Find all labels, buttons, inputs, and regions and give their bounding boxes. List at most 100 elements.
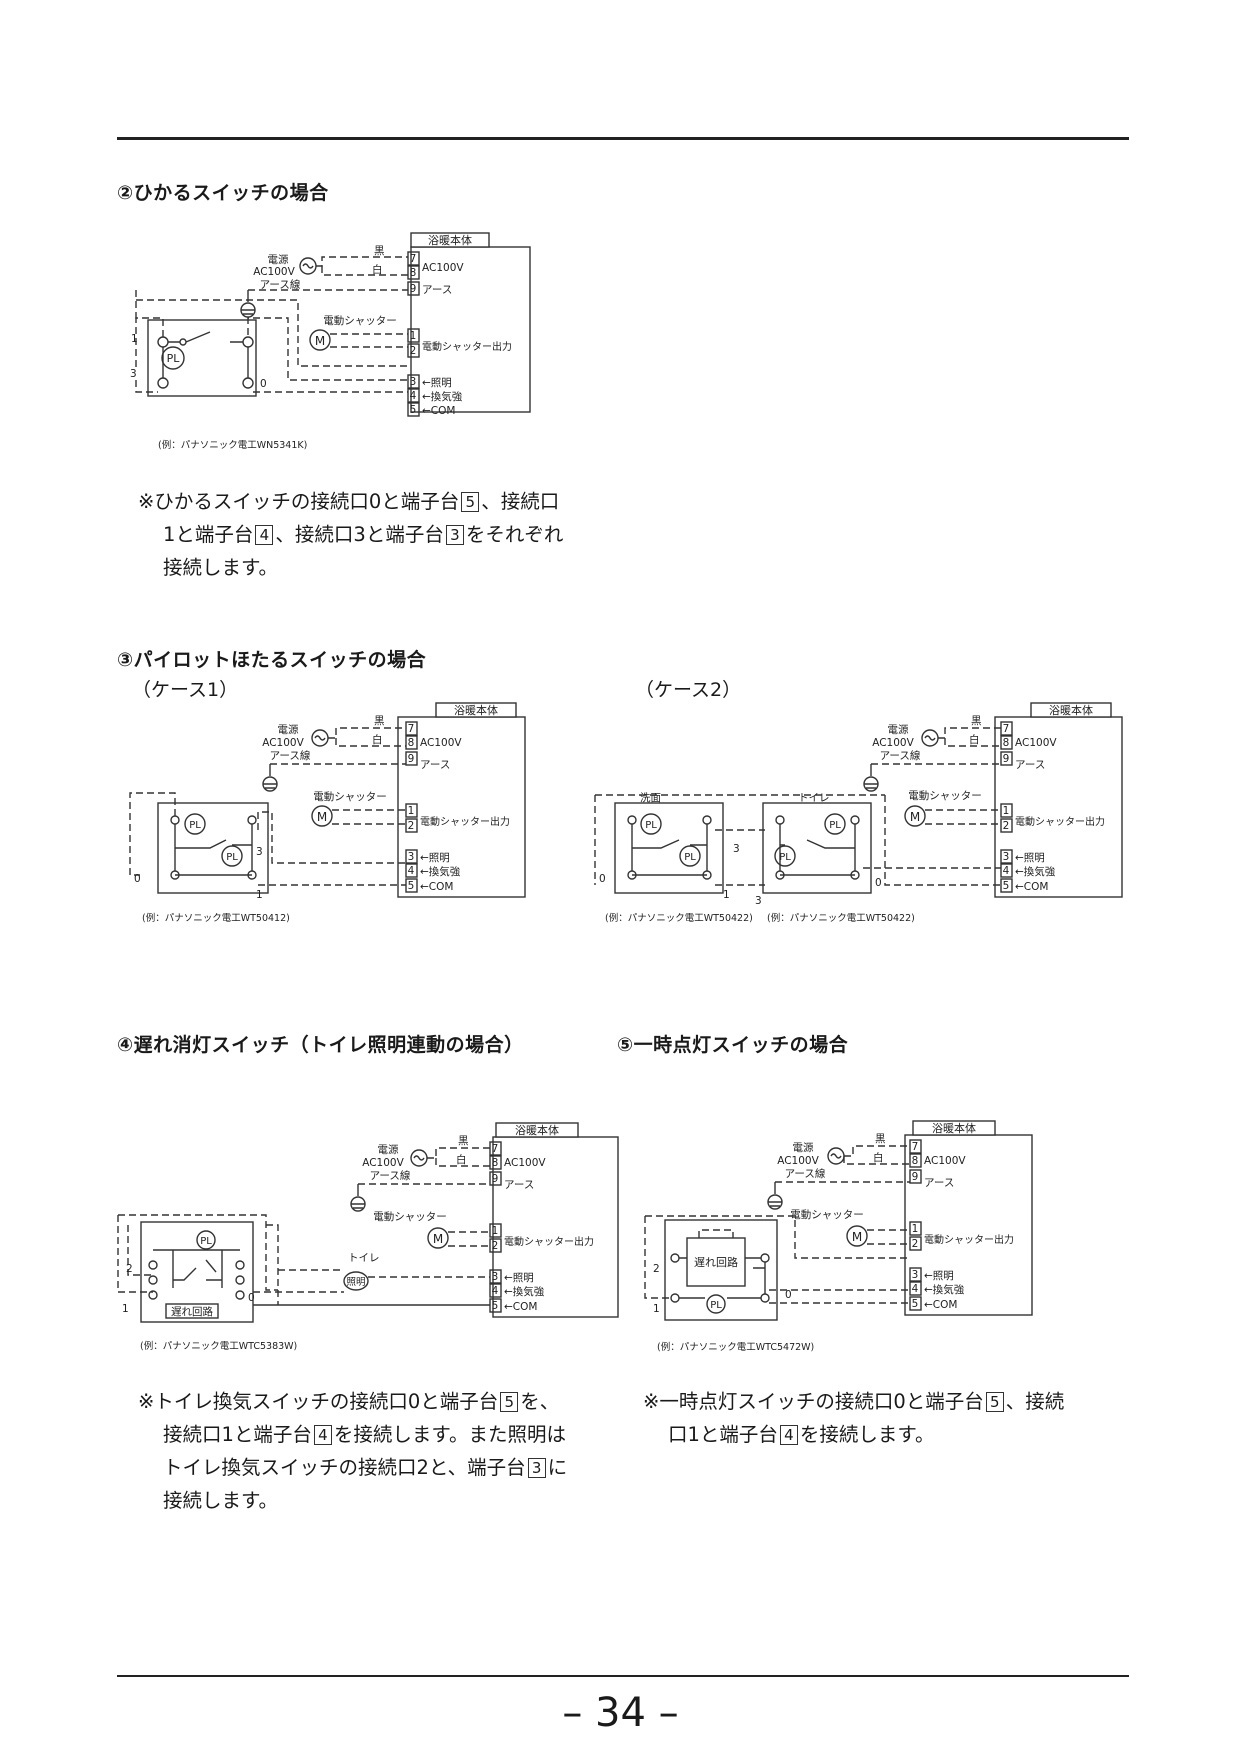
case-2-label: （ケース2） <box>635 679 742 701</box>
svg-text:照明: 照明 <box>346 1277 365 1288</box>
svg-text:0: 0 <box>134 873 141 885</box>
svg-text:3: 3 <box>1003 851 1010 863</box>
svg-text:電源: 電源 <box>278 723 299 736</box>
svg-text:0: 0 <box>875 877 882 889</box>
pilot-lamp-icon: PL <box>167 352 181 365</box>
svg-text:1: 1 <box>723 889 730 901</box>
svg-text:遅れ回路: 遅れ回路 <box>694 1256 738 1269</box>
svg-text:浴暖本体: 浴暖本体 <box>515 1123 559 1137</box>
svg-text:←照明: ←照明 <box>420 852 450 864</box>
svg-text:7: 7 <box>410 253 417 265</box>
bottom-rule <box>117 1675 1129 1677</box>
svg-text:1: 1 <box>410 330 417 342</box>
svg-text:AC100V: AC100V <box>1015 737 1057 749</box>
switch-body <box>147 319 257 397</box>
svg-text:トイレ: トイレ <box>348 1252 380 1264</box>
svg-text:←換気強: ←換気強 <box>420 865 461 878</box>
svg-text:電源: 電源 <box>793 1141 814 1154</box>
svg-text:黒: 黒 <box>971 715 982 727</box>
delay-circuit-label: 遅れ回路 <box>171 1305 213 1318</box>
svg-text:AC100V: AC100V <box>362 1157 404 1169</box>
section-5-title: ⑤一時点灯スイッチの場合 <box>617 1034 849 1056</box>
top-rule <box>117 137 1129 140</box>
unit-label: 浴暖本体 <box>428 233 472 247</box>
svg-text:M: M <box>852 1230 862 1244</box>
svg-text:AC100V: AC100V <box>504 1157 546 1169</box>
svg-text:5: 5 <box>410 404 417 416</box>
svg-text:←COM: ←COM <box>422 405 455 417</box>
svg-text:4: 4 <box>492 1285 499 1297</box>
svg-text:8: 8 <box>912 1155 919 1167</box>
svg-text:7: 7 <box>492 1143 499 1155</box>
unit-label-box <box>410 232 490 248</box>
svg-text:3: 3 <box>733 843 740 855</box>
svg-text:1: 1 <box>131 333 138 345</box>
svg-text:5: 5 <box>912 1298 919 1310</box>
svg-text:1: 1 <box>492 1225 499 1237</box>
svg-text:電動シャッター: 電動シャッター <box>323 314 397 327</box>
svg-text:アース線: アース線 <box>370 1169 411 1182</box>
svg-text:(例：パナソニック電工WTC5383W): (例：パナソニック電工WTC5383W) <box>140 1340 297 1352</box>
svg-text:←照明: ←照明 <box>1015 852 1045 864</box>
svg-text:5: 5 <box>1003 880 1010 892</box>
svg-text:電動シャッター: 電動シャッター <box>373 1210 447 1223</box>
svg-text:←照明: ←照明 <box>504 1272 534 1284</box>
svg-text:2: 2 <box>492 1240 499 1252</box>
svg-text:アース線: アース線 <box>270 749 311 762</box>
case-1-label: （ケース1） <box>132 679 239 701</box>
svg-text:PL: PL <box>829 820 841 831</box>
svg-text:0: 0 <box>248 1292 255 1304</box>
svg-text:電動シャッター: 電動シャッター <box>313 790 387 803</box>
svg-text:黒: 黒 <box>374 715 385 727</box>
wiring-diagram-hikaru-switch: 浴暖本体 7 8 9 1 2 3 4 5 AC100V アース 電動シャッター出… <box>130 232 531 451</box>
unit-body <box>410 246 531 413</box>
svg-text:AC100V: AC100V <box>420 737 462 749</box>
svg-text:電源: 電源 <box>378 1143 399 1156</box>
wiring-diagram-pilot-case1: 浴暖本体 7 8 9 1 2 3 4 5 AC100V アース 電動シャッター出… <box>129 702 526 924</box>
svg-text:7: 7 <box>912 1141 919 1153</box>
svg-text:白: 白 <box>873 1151 884 1164</box>
svg-text:黒: 黒 <box>374 245 385 257</box>
svg-text:5: 5 <box>408 880 415 892</box>
svg-text:7: 7 <box>408 723 415 735</box>
page-number: – 34 – <box>562 1690 679 1736</box>
svg-text:M: M <box>317 810 327 824</box>
svg-text:4: 4 <box>912 1283 919 1295</box>
svg-text:電源: 電源 <box>268 253 289 266</box>
wiring-diagram-delay-off: 浴暖本体 7 8 9 1 2 3 4 5 AC100V アース 電動シャッター出… <box>117 1122 619 1352</box>
section-2-title: ②ひかるスイッチの場合 <box>117 182 329 204</box>
svg-text:AC100V: AC100V <box>253 266 295 278</box>
section-3-title: ③パイロットほたるスイッチの場合 <box>117 649 427 671</box>
svg-text:2: 2 <box>126 1263 133 1275</box>
svg-text:M: M <box>433 1232 443 1246</box>
motor-icon: M <box>315 334 325 348</box>
wiring-diagram-temporary-light: 浴暖本体 7 8 9 1 2 3 4 5 AC100V アース 電動シャッター出… <box>644 1120 1033 1353</box>
svg-text:3: 3 <box>410 376 417 388</box>
svg-text:トイレ: トイレ <box>798 792 830 804</box>
svg-text:←換気強: ←換気強 <box>924 1283 965 1296</box>
svg-text:AC100V: AC100V <box>872 737 914 749</box>
svg-text:8: 8 <box>410 267 417 279</box>
svg-text:アース線: アース線 <box>880 749 921 762</box>
wiring-diagram-pilot-case2: 浴暖本体 7 8 9 1 2 3 4 5 AC100V アース 電動シャッター出… <box>594 702 1123 924</box>
svg-text:1: 1 <box>653 1303 660 1315</box>
svg-text:AC100V: AC100V <box>262 737 304 749</box>
svg-text:0: 0 <box>599 873 606 885</box>
svg-text:PL: PL <box>710 1300 722 1311</box>
svg-text:浴暖本体: 浴暖本体 <box>454 703 498 717</box>
section-4-title: ④遅れ消灯スイッチ（トイレ照明連動の場合） <box>117 1034 524 1056</box>
svg-text:浴暖本体: 浴暖本体 <box>1049 703 1093 717</box>
svg-text:白: 白 <box>372 263 383 276</box>
svg-text:3: 3 <box>755 895 762 907</box>
svg-text:白: 白 <box>456 1153 467 1166</box>
svg-text:浴暖本体: 浴暖本体 <box>932 1121 976 1135</box>
svg-text:4: 4 <box>408 865 415 877</box>
svg-text:←COM: ←COM <box>1015 881 1048 893</box>
svg-text:8: 8 <box>1003 737 1010 749</box>
svg-text:8: 8 <box>492 1157 499 1169</box>
svg-text:電動シャッター出力: 電動シャッター出力 <box>924 1233 1014 1246</box>
svg-text:電動シャッター出力: 電動シャッター出力 <box>420 815 510 828</box>
svg-text:9: 9 <box>912 1171 919 1183</box>
svg-text:←照明: ←照明 <box>924 1270 954 1282</box>
